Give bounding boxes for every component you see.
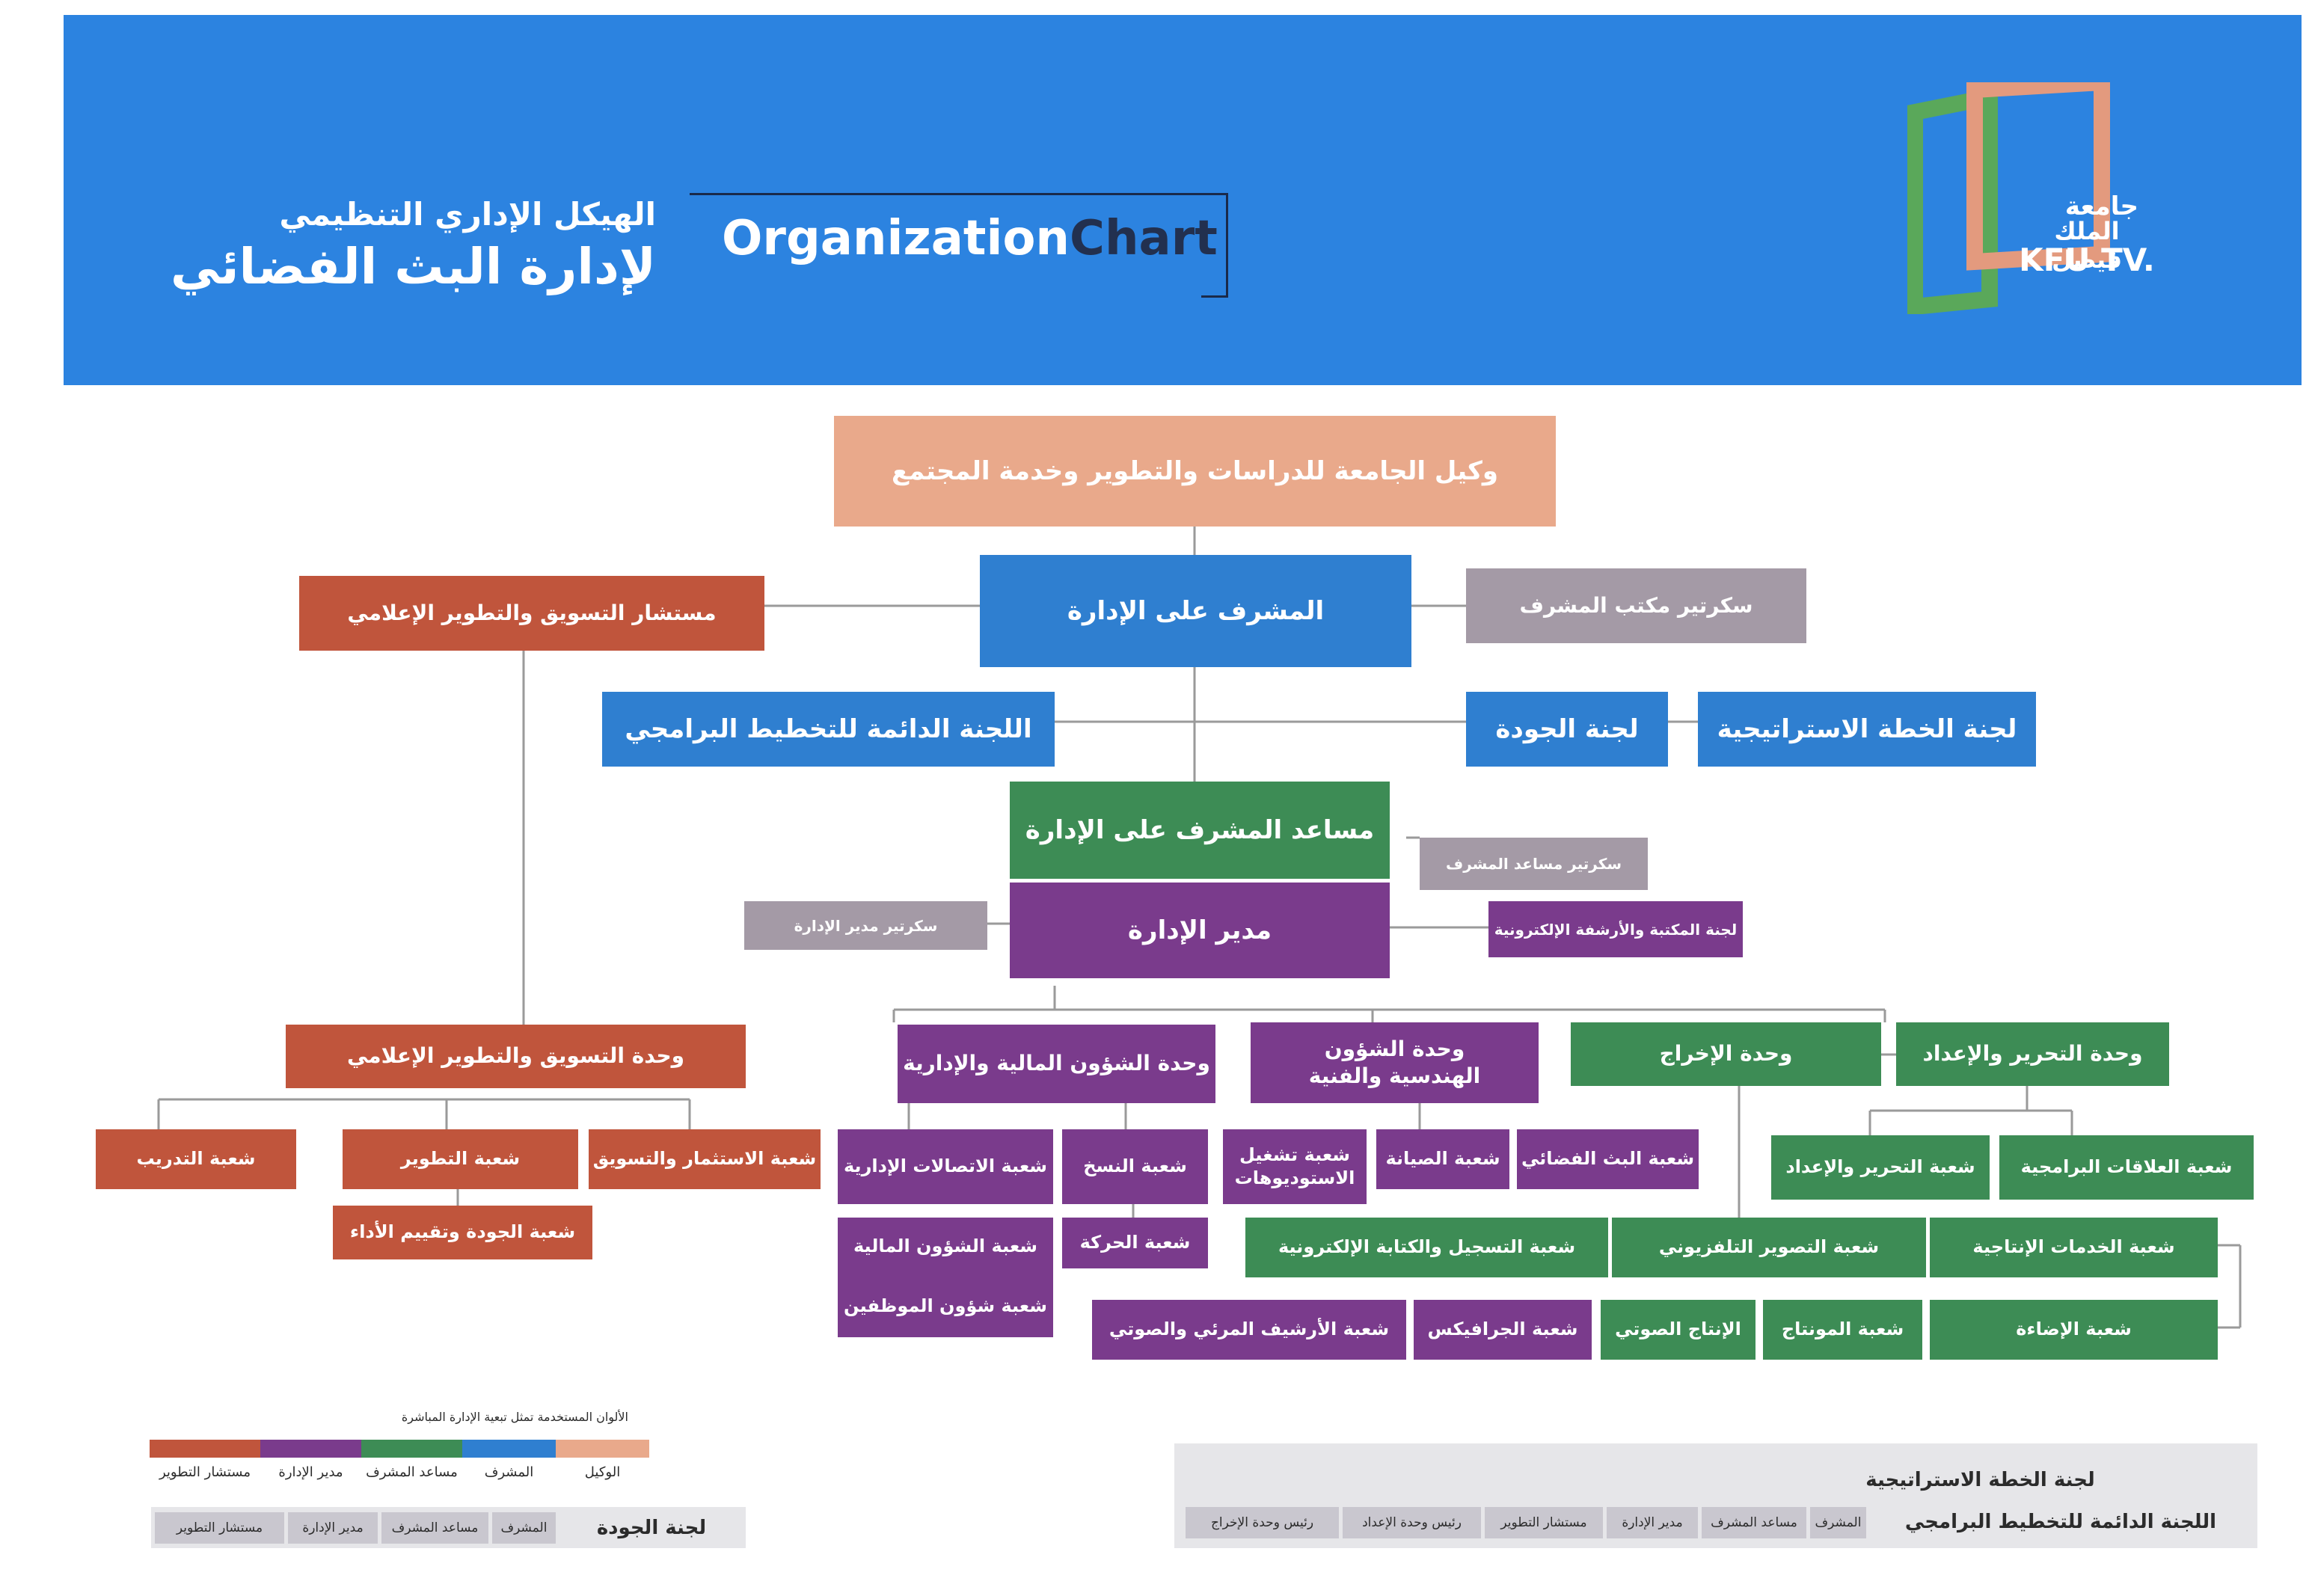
org-chart-label: OrganizationChart bbox=[722, 211, 1218, 266]
node-copying: شعبة النسخ bbox=[1062, 1129, 1208, 1204]
quality-member-4: مستشار التطوير bbox=[155, 1512, 284, 1544]
strategy-member-1: المشرف bbox=[1810, 1507, 1866, 1538]
node-director-secretary: سكرتير مدير الإدارة bbox=[744, 901, 987, 950]
node-lighting: شعبة الإضاءة bbox=[1930, 1300, 2218, 1360]
strategy-panel-label2: اللجنة الدائمة للتخطيط البرامجي bbox=[1904, 1511, 2217, 1533]
chart-word: Chart bbox=[1069, 211, 1218, 266]
org-chart-frame bbox=[690, 193, 1228, 298]
legend-swatch-wakeel bbox=[556, 1440, 649, 1458]
node-financial: شعبة الشؤون المالية bbox=[838, 1218, 1053, 1276]
node-recording: شعبة التسجيل والكتابة الإلكترونية bbox=[1245, 1218, 1608, 1277]
strategy-panel-label1: لجنة الخطة الاستراتيجية bbox=[1865, 1469, 2095, 1491]
legend-label-wakeel: الوكيل bbox=[584, 1464, 621, 1480]
node-production-unit: وحدة الإخراج bbox=[1571, 1022, 1881, 1086]
node-marketing-unit: وحدة التسويق والتطوير الإعلامي bbox=[286, 1025, 746, 1088]
logo-text-1: جامعة bbox=[2064, 191, 2139, 221]
node-graphics: شعبة الجرافيكس bbox=[1414, 1300, 1592, 1360]
quality-member-2: مساعد المشرف bbox=[381, 1512, 488, 1544]
node-supervisor: المشرف على الإدارة bbox=[980, 555, 1411, 667]
legend-label-supervisor: المشرف bbox=[484, 1464, 534, 1480]
header-title-line2: لإدارة البث الفضائي bbox=[170, 238, 656, 295]
node-editing-unit: وحدة التحرير والإعداد bbox=[1896, 1022, 2169, 1086]
node-employees: شعبة شؤون الموظفين bbox=[838, 1276, 1053, 1337]
node-quality-eval: شعبة الجودة وتقييم الأداء bbox=[333, 1206, 592, 1259]
node-tv-photo: شعبة التصوير التلفزيوني bbox=[1612, 1218, 1926, 1277]
logo-text-2: الملك فيصل bbox=[2051, 217, 2123, 274]
node-marketing-consultant: مستشار التسويق والتطوير الإعلامي bbox=[299, 576, 764, 651]
node-production-services: شعبة الخدمات الإنتاجية bbox=[1930, 1218, 2218, 1277]
legend-swatch-consultant bbox=[150, 1440, 260, 1458]
node-training: شعبة التدريب bbox=[96, 1129, 296, 1189]
node-maintenance: شعبة الصيانة bbox=[1376, 1129, 1509, 1189]
logo-text-3: KFU TV. bbox=[2019, 242, 2155, 278]
node-assistant: مساعد المشرف على الإدارة bbox=[1010, 782, 1390, 879]
quality-panel-label: لجنة الجودة bbox=[596, 1516, 707, 1539]
header-title-line1: الهيكل الإداري التنظيمي bbox=[279, 196, 656, 233]
legend-label-assistant: مساعد المشرف bbox=[366, 1464, 458, 1480]
node-library-committee: لجنة المكتبة والأرشفة الإلكترونية bbox=[1488, 901, 1743, 957]
node-assistant-secretary: سكرتير مساعد المشرف bbox=[1420, 838, 1648, 890]
node-admin-comm: شعبة الاتصالات الإدارية bbox=[838, 1129, 1053, 1204]
legend-label-consultant: مستشار التطوير bbox=[159, 1464, 251, 1480]
legend-swatch-director bbox=[260, 1440, 361, 1458]
header-banner bbox=[64, 15, 2302, 385]
strategy-member-5: رئيس وحدة الإعداد bbox=[1343, 1507, 1481, 1538]
node-edit-prep: شعبة التحرير والإعداد bbox=[1771, 1135, 1990, 1200]
node-finance-unit: وحدة الشؤون المالية والإدارية bbox=[898, 1025, 1215, 1103]
legend-title: الألوان المستخدمة تمثل تبعية الإدارة الم… bbox=[401, 1410, 628, 1424]
node-audio: الإنتاج الصوتي bbox=[1601, 1300, 1755, 1360]
node-development: شعبة التطوير bbox=[343, 1129, 578, 1189]
node-satellite: شعبة البث الفضائي bbox=[1517, 1129, 1699, 1189]
node-montage: شعبة المونتاج bbox=[1763, 1300, 1922, 1360]
strategy-member-6: رئيس وحدة الإخراج bbox=[1186, 1507, 1339, 1538]
legend-label-director: مدير الإدارة bbox=[278, 1464, 343, 1480]
node-director: مدير الإدارة bbox=[1010, 883, 1390, 978]
node-program-relations: شعبة العلاقات البرامجية bbox=[1999, 1135, 2254, 1200]
node-wakeel: وكيل الجامعة للدراسات والتطوير وخدمة الم… bbox=[834, 416, 1556, 527]
node-strategy-committee: لجنة الخطة الاستراتيجية bbox=[1698, 692, 2036, 767]
kfu-logo-icon bbox=[1907, 82, 2110, 314]
org-word: Organization bbox=[722, 211, 1070, 266]
node-movement: شعبة الحركة bbox=[1062, 1218, 1208, 1268]
strategy-member-4: مستشار التطوير bbox=[1485, 1507, 1603, 1538]
legend-swatch-supervisor bbox=[462, 1440, 556, 1458]
node-engineering-unit: وحدة الشؤون الهندسية والفنية bbox=[1251, 1022, 1539, 1103]
legend-swatch-assistant bbox=[361, 1440, 462, 1458]
node-quality-committee: لجنة الجودة bbox=[1466, 692, 1668, 767]
node-program-committee: اللجنة الدائمة للتخطيط البرامجي bbox=[602, 692, 1055, 767]
strategy-member-2: مساعد المشرف bbox=[1702, 1507, 1806, 1538]
node-studio-ops: شعبة تشغيل الاستوديوهات bbox=[1223, 1129, 1367, 1204]
node-supervisor-secretary: سكرتير مكتب المشرف bbox=[1466, 568, 1806, 643]
node-archive: شعبة الأرشيف المرئي والصوتي bbox=[1092, 1300, 1406, 1360]
quality-member-3: مدير الإدارة bbox=[288, 1512, 378, 1544]
node-investment: شعبة الاستثمار والتسويق bbox=[589, 1129, 821, 1189]
quality-member-1: المشرف bbox=[492, 1512, 556, 1544]
strategy-member-3: مدير الإدارة bbox=[1607, 1507, 1698, 1538]
